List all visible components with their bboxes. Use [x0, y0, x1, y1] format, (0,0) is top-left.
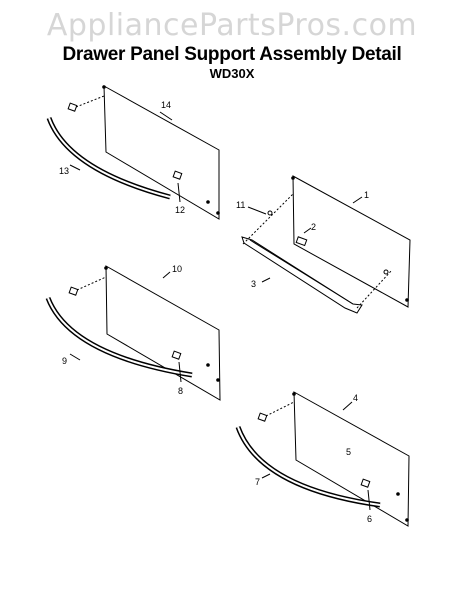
leader	[342, 401, 353, 411]
leader	[242, 193, 294, 245]
assembly-middle-left	[45, 265, 221, 401]
leader	[69, 164, 81, 171]
leader	[352, 196, 363, 204]
callout-14: 14	[161, 100, 171, 110]
leader	[265, 401, 295, 417]
clip-6	[360, 478, 371, 488]
handle-13-highlight	[48, 117, 171, 198]
screw-11	[267, 210, 273, 216]
panel-14	[103, 85, 220, 220]
bar-3-edge	[249, 239, 354, 305]
leader	[303, 227, 312, 234]
assembly-top-left	[46, 85, 220, 220]
callout-6: 6	[367, 514, 372, 524]
callout-1: 1	[364, 190, 369, 200]
hole	[104, 266, 108, 270]
leader	[247, 206, 267, 215]
clip-12	[172, 170, 183, 180]
hole	[405, 518, 409, 522]
callout-4: 4	[353, 393, 358, 403]
callout-13: 13	[59, 166, 69, 176]
hole	[396, 492, 400, 496]
leader	[177, 182, 181, 203]
callout-12: 12	[175, 205, 185, 215]
callout-9: 9	[62, 356, 67, 366]
callout-11: 11	[236, 200, 245, 210]
hole	[291, 176, 295, 180]
hole	[206, 200, 210, 204]
leader	[367, 489, 371, 511]
callout-10: 10	[172, 264, 182, 274]
hole	[102, 85, 106, 89]
panel-10	[105, 265, 221, 401]
leader	[75, 95, 105, 108]
panel-4	[293, 391, 410, 527]
clip-8	[171, 350, 182, 360]
bar-3	[241, 236, 363, 314]
leader	[356, 269, 393, 309]
leader	[76, 276, 107, 291]
clip-left	[67, 102, 78, 112]
hole	[292, 392, 296, 396]
hole	[405, 298, 409, 302]
callout-7: 7	[255, 477, 260, 487]
callout-8: 8	[178, 386, 183, 396]
handle-7-highlight	[237, 426, 381, 506]
hole	[216, 211, 220, 215]
leader	[261, 277, 271, 283]
leader	[261, 473, 271, 479]
callout-5: 5	[346, 447, 351, 457]
watermark: AppliancePartsPros.com	[46, 8, 418, 43]
assembly-bottom-right	[235, 391, 410, 527]
model-number: WD30X	[209, 66, 255, 81]
leader	[159, 111, 173, 121]
clip-left	[68, 286, 79, 296]
hole	[206, 363, 210, 367]
clip-2	[295, 236, 308, 247]
hole	[216, 378, 220, 382]
page-title: Drawer Panel Support Assembly Detail	[62, 44, 402, 65]
assembly-top-right	[241, 175, 411, 314]
clip-left	[257, 412, 268, 422]
panel-1	[292, 175, 411, 308]
callout-2: 2	[311, 222, 316, 232]
leader	[162, 271, 171, 279]
callout-3: 3	[251, 279, 256, 289]
handle-9-highlight	[47, 297, 193, 376]
screw-right	[383, 269, 389, 275]
leader	[69, 353, 81, 361]
leader	[178, 361, 182, 383]
